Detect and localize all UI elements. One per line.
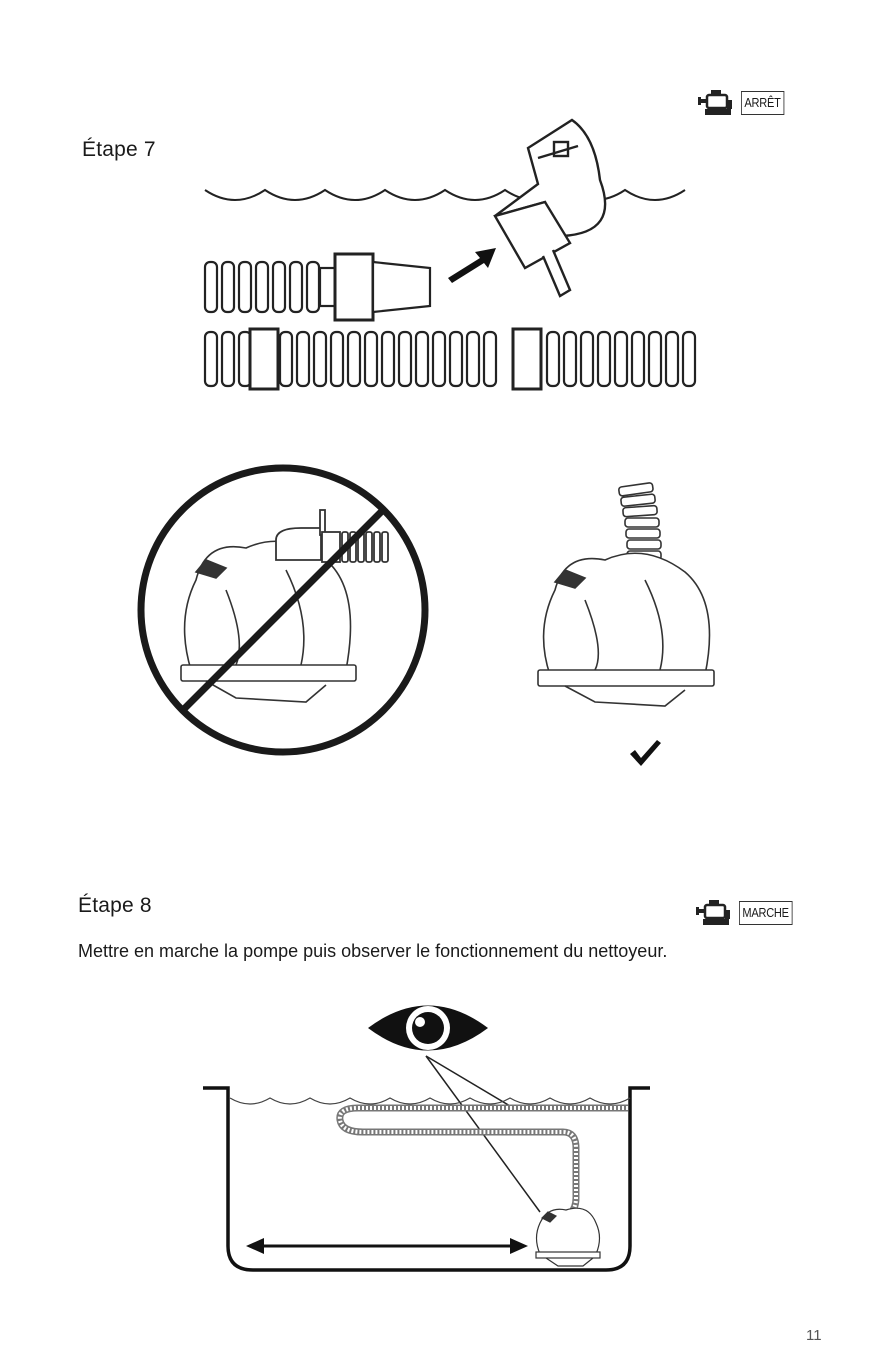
cleaner-body <box>538 553 714 706</box>
pump-state-label: ARRÊT <box>741 91 784 115</box>
travel-arrow <box>246 1238 528 1254</box>
floating-hose <box>340 1108 628 1214</box>
hose-segment-upper <box>205 254 430 320</box>
page-number: 11 <box>806 1327 822 1344</box>
check-icon <box>628 738 662 768</box>
step7-pump-badge: ARRÊT <box>697 88 792 118</box>
incorrect-connection-illustration <box>136 460 434 760</box>
pump-icon <box>695 898 731 928</box>
pool-cleaner <box>536 1208 600 1266</box>
correct-connection-illustration <box>535 480 720 720</box>
pool-observation-illustration <box>198 998 658 1278</box>
elbow-connector <box>495 120 605 296</box>
insert-arrow <box>448 248 496 283</box>
hose-segment-lower <box>205 329 695 389</box>
step8-instruction: Mettre en marche la pompe puis observer … <box>78 940 728 963</box>
water-surface <box>230 1098 630 1104</box>
step8-title: Étape 8 <box>78 894 152 918</box>
step8-pump-badge: MARCHE <box>695 898 802 928</box>
step7-title: Étape 7 <box>82 138 156 162</box>
pump-icon <box>697 88 733 118</box>
water-surface <box>205 190 685 200</box>
prohibited-icon <box>141 468 425 752</box>
eye-icon <box>368 1006 488 1051</box>
pump-state-label: MARCHE <box>739 901 792 925</box>
hose-connection-illustration <box>200 118 720 408</box>
